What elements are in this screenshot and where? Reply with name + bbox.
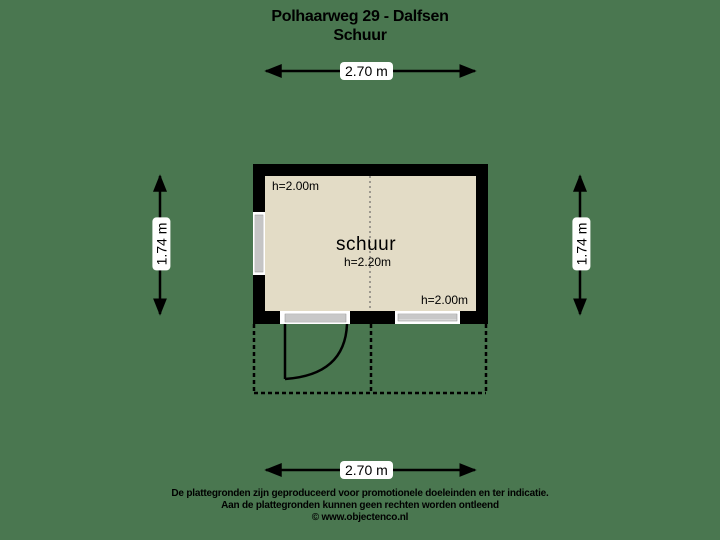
disclaimer-line-2: Aan de plattegronden kunnen geen rechten… bbox=[221, 500, 499, 511]
ceiling-height-bottom-right: h=2.00m bbox=[421, 293, 469, 307]
bottom-width-label: 2.70 m bbox=[340, 461, 393, 479]
bottom-window bbox=[395, 311, 460, 324]
ceiling-height-center: h=2.20m bbox=[344, 255, 392, 269]
door-opening bbox=[280, 311, 350, 324]
top-width-label: 2.70 m bbox=[340, 62, 393, 80]
door-swing-arc bbox=[284, 323, 349, 381]
floor-subtitle: Schuur bbox=[333, 27, 387, 44]
left-window bbox=[253, 212, 265, 275]
room-floor bbox=[265, 176, 476, 311]
room-name: schuur bbox=[336, 234, 397, 255]
right-height-label: 1.74 m bbox=[572, 217, 591, 271]
ceiling-height-top-left: h=2.00m bbox=[272, 179, 320, 193]
canopy-outline bbox=[252, 324, 488, 395]
copyright-link[interactable]: © www.objectenco.nl bbox=[311, 512, 409, 523]
disclaimer-line-1: De plattegronden zijn geproduceerd voor … bbox=[171, 488, 549, 499]
left-height-label: 1.74 m bbox=[152, 217, 171, 271]
property-address-title: Polhaarweg 29 - Dalfsen bbox=[271, 8, 449, 25]
